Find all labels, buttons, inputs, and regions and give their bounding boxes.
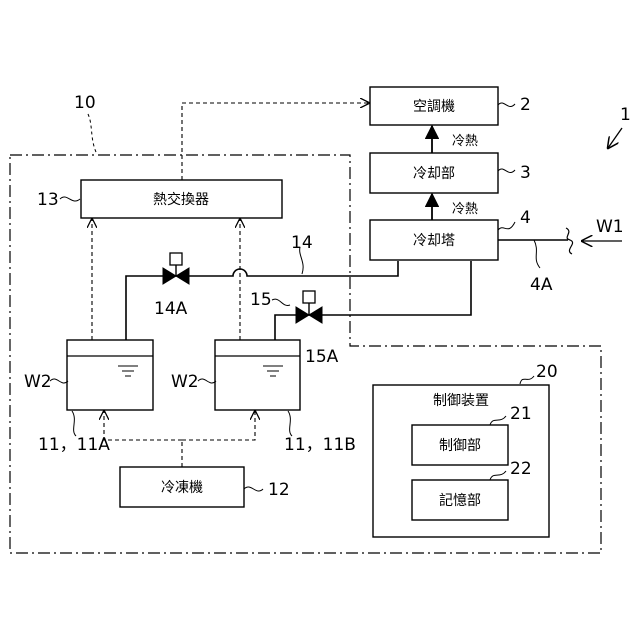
cooling-tower-label: 冷却塔 (413, 233, 455, 249)
air-conditioner-ref: 2 (520, 95, 531, 115)
inlet-ref-leader (534, 240, 540, 268)
pipe-14-ref: 14 (291, 233, 313, 253)
pipe-15-leader (272, 299, 290, 305)
control-unit-label: 制御部 (439, 438, 481, 454)
cooling-tower-ref: 4 (520, 208, 531, 228)
tank-left-water-ref: W2 (24, 372, 52, 392)
refrigerator-label: 冷凍機 (161, 480, 203, 496)
cold-heat-label-upper: 冷熱 (452, 134, 478, 149)
tank-right-ref: 11，11B (284, 435, 356, 455)
system-ref-arrow (608, 128, 622, 148)
tank-right-water-ref: W2 (171, 372, 199, 392)
refrigerator-ref: 12 (268, 480, 290, 500)
tank-right-leader (288, 411, 292, 436)
heat-exchanger-ref: 13 (37, 190, 59, 210)
pipe-15-ref: 15 (250, 290, 272, 310)
refrigerator-to-left-tank-line (104, 411, 182, 440)
cooling-tower-leader (498, 222, 515, 230)
water-input-ref: W1 (596, 217, 624, 237)
valve-15a (296, 291, 322, 323)
heat-exchanger-label: 熱交換器 (153, 191, 209, 208)
tank-left (67, 340, 153, 410)
valve-14a (163, 253, 189, 284)
heat-exchanger-leader (60, 197, 80, 201)
controller-leader (520, 376, 534, 384)
valve-14a-ref: 14A (154, 299, 188, 319)
controller-ref: 20 (536, 362, 558, 382)
controller-label: 制御装置 (433, 393, 489, 409)
cooling-unit-label: 冷却部 (413, 166, 455, 182)
region-ref-leader (88, 114, 96, 152)
refrigerator-to-right-tank-line (182, 411, 255, 440)
control-unit-ref: 21 (510, 404, 532, 424)
cold-heat-label-lower: 冷熱 (452, 202, 478, 217)
tank-right (215, 340, 300, 410)
tank-left-leader (72, 411, 76, 436)
air-conditioner-leader (498, 103, 515, 107)
cooling-unit-leader (498, 169, 515, 173)
valve-15a-ref: 15A (305, 347, 339, 367)
storage-unit-label: 記憶部 (439, 492, 481, 509)
storage-unit-ref: 22 (510, 459, 532, 479)
region-ref-label: 10 (74, 93, 96, 113)
cooling-unit-ref: 3 (520, 163, 531, 183)
air-conditioner-label: 空調機 (413, 99, 455, 115)
tank-right-water-leader (198, 379, 216, 383)
inlet-ref: 4A (530, 275, 553, 295)
system-ref-label: 1 (620, 105, 631, 125)
hx-to-aircon-line (182, 103, 369, 180)
refrigerator-leader (244, 487, 263, 491)
tank-left-water-leader (50, 379, 68, 383)
tank-left-ref: 11，11A (38, 435, 110, 455)
inlet-break-mark (566, 228, 573, 254)
